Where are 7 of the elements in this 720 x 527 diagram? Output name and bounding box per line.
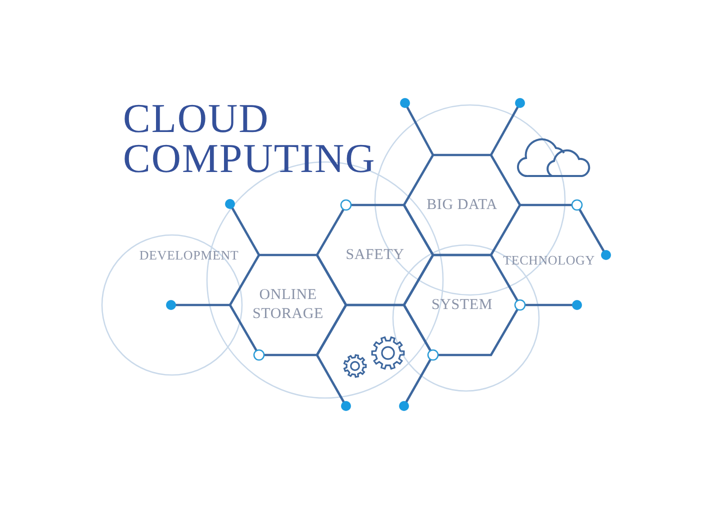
title: CLOUD COMPUTING: [123, 98, 377, 178]
text-label: DEVELOPMENT: [139, 246, 239, 264]
hexagon-label: SAFETY: [346, 246, 404, 264]
hexagon-label: BIG DATA: [426, 196, 498, 214]
hexagon-label: SYSTEM: [432, 296, 492, 314]
hexagon-label: ONLINE STORAGE: [252, 286, 324, 324]
text-label: TECHNOLOGY: [503, 252, 595, 270]
